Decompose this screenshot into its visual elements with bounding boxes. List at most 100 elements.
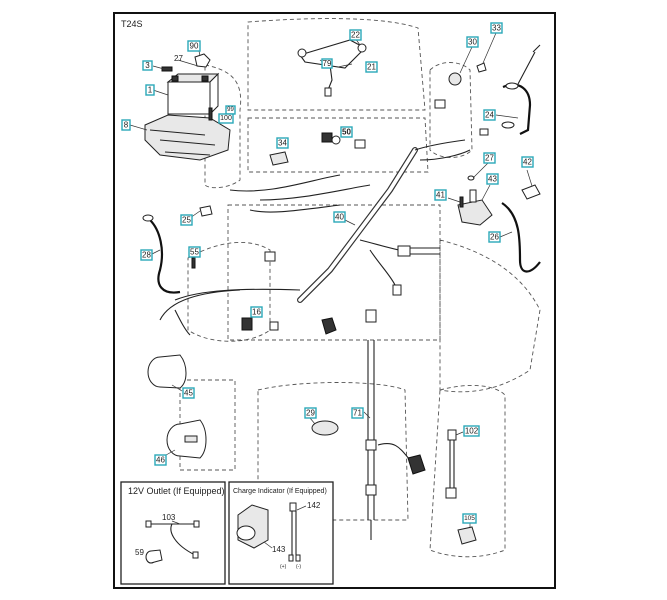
headlight-harness[interactable] [299,39,366,69]
rear-harness-top-connector [365,309,377,323]
pto-switch[interactable] [311,420,339,436]
svg-text:34: 34 [278,139,287,148]
callout-40[interactable]: 40 [333,211,346,223]
callout-1[interactable]: 1 [145,84,155,96]
terminal-cover-small [199,205,213,217]
ignition-switch[interactable] [448,72,462,86]
svg-text:26: 26 [490,233,499,242]
cable-terminal-top [505,82,519,90]
svg-text:46: 46 [156,456,165,465]
callout-8[interactable]: 8 [121,119,131,131]
callout-30[interactable]: 30 [466,36,479,48]
svg-text:102: 102 [465,427,479,436]
callout-16[interactable]: 16 [250,306,263,318]
callout-33[interactable]: 33 [490,22,503,34]
outlet-connector-right [193,520,200,528]
label-59: 59 [135,548,144,557]
seat-switch[interactable] [241,317,253,331]
callout-29[interactable]: 29 [304,407,317,419]
solenoid[interactable] [457,199,493,226]
callout-34[interactable]: 34 [276,137,289,149]
inset-charge-indicator: Charge Indicator (If Equipped) 143 142 (… [228,481,334,585]
harness-connector-lower [392,284,402,296]
callout-79[interactable]: 79 [321,58,333,69]
callout-41[interactable]: 41 [434,189,447,201]
ground-cable-right[interactable] [501,202,541,273]
inset-12v-box [120,481,226,585]
callout-99[interactable]: 99 [225,105,236,115]
harness-lead-right [410,247,440,255]
svg-text:45: 45 [184,389,193,398]
callout-28[interactable]: 28 [140,249,153,261]
callout-45[interactable]: 45 [182,387,195,399]
svg-text:50: 50 [342,128,351,137]
battery-side [209,72,219,116]
callout-21[interactable]: 21 [365,61,378,73]
clutch-switch[interactable] [457,526,477,545]
callout-3[interactable]: 3 [142,60,153,71]
callout-50[interactable]: 50 [340,126,353,138]
svg-text:41: 41 [436,191,445,200]
harness-connector-mid [264,251,276,262]
left-cable-group [142,205,253,331]
inset-12v-title: 12V Outlet (If Equipped) [128,486,225,496]
callout-105[interactable]: 105 [462,513,477,524]
inset-charge-box [228,481,334,585]
indicator-terminal-neg [295,554,301,562]
svg-text:3: 3 [145,61,150,70]
headlight-left [297,48,307,58]
battery-terminal-pos [201,75,209,82]
callout-43[interactable]: 43 [486,173,499,185]
headlight-right [357,43,367,53]
indicator-connector [289,502,297,512]
outlet-socket-body [150,549,163,564]
svg-text:16: 16 [252,308,261,317]
svg-text:79: 79 [323,59,332,68]
connector-plug [434,99,446,109]
harness-branch-left [229,174,371,201]
ground-cable-left[interactable] [149,219,181,294]
battery-tray[interactable] [144,114,231,161]
callout-25[interactable]: 25 [180,214,193,226]
hood-outline [247,18,426,111]
callout-46[interactable]: 46 [154,454,167,466]
harness-branch-ground [174,309,191,336]
connector-small [479,128,489,136]
callout-102[interactable]: 102 [463,425,480,437]
battery[interactable] [167,81,211,115]
callout-55[interactable]: 55 [188,246,201,258]
harness-branch-right [414,139,471,161]
svg-text:105: 105 [464,515,475,522]
right-outline [439,239,541,393]
interlock-plug [445,487,457,499]
callout-100[interactable]: 100 [218,113,234,124]
switch-connector [476,62,487,73]
cable-terminal-bottom [501,121,515,129]
main-harness-inner [298,148,417,302]
switch-lamp[interactable] [331,135,341,145]
label-142: 142 [307,501,321,510]
battery-group [144,53,231,161]
callout-42[interactable]: 42 [521,156,534,168]
harness-connector-black [321,317,337,335]
relay[interactable] [269,151,289,166]
svg-text:90: 90 [190,42,199,51]
callout-27[interactable]: 27 [483,152,496,164]
headlight-connector [324,87,332,97]
callout-22[interactable]: 22 [349,29,362,41]
callouts: 90 3 1 8 99 100 22 79 21 30 33 24 34 50 … [121,22,534,524]
callout-26-right[interactable]: 26 [488,231,501,243]
headlight-harness-group [297,39,367,97]
interlock-switch[interactable] [447,429,457,441]
rear-harness-plug [407,454,426,475]
svg-text:99: 99 [227,107,234,113]
callout-90[interactable]: 90 [187,40,201,52]
callout-24[interactable]: 24 [483,109,496,121]
harness-connector-seat [269,321,279,331]
svg-text:24: 24 [485,111,494,120]
callout-71[interactable]: 71 [351,407,364,419]
solenoid-post [469,189,477,203]
solenoid-group [457,175,541,273]
svg-text:22: 22 [351,31,360,40]
